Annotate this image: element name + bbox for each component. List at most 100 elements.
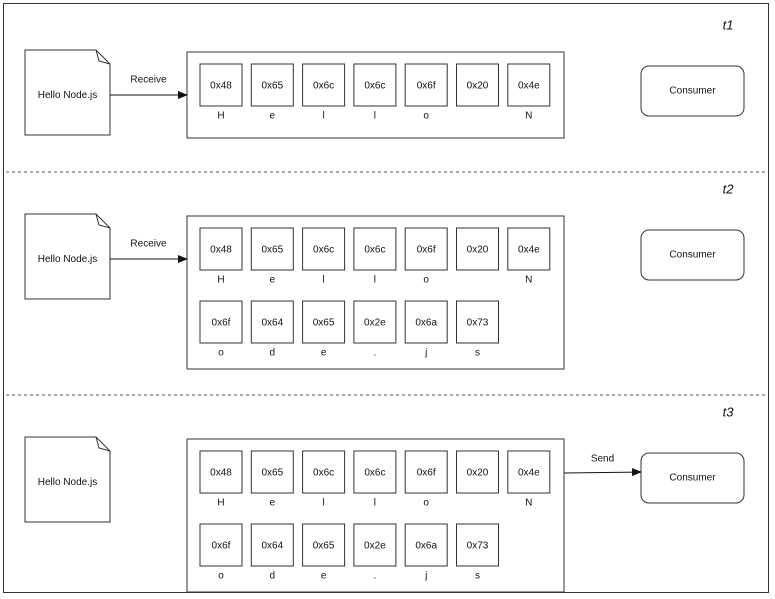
byte-box [456, 450, 499, 494]
byte-box [456, 523, 499, 567]
byte-hex: 0x20 [467, 81, 489, 92]
byte-box [404, 300, 448, 344]
byte-box [199, 63, 243, 107]
byte-char: s [475, 348, 480, 359]
byte-box [302, 450, 346, 494]
action-label: Receive [130, 239, 167, 250]
byte-box [302, 63, 346, 107]
byte-char: o [218, 571, 224, 582]
byte-box [507, 227, 551, 271]
byte-hex: 0x65 [313, 318, 335, 329]
consumer-label: Consumer [669, 250, 716, 261]
byte-hex: 0x20 [467, 245, 489, 256]
byte-box [302, 300, 346, 344]
byte-box [353, 227, 397, 271]
byte-cell: 0x6f o [404, 227, 448, 286]
byte-hex: 0x6c [313, 81, 334, 92]
consumer-label: Consumer [669, 473, 716, 484]
consumer-box [640, 65, 745, 117]
byte-char: j [424, 348, 427, 359]
byte-char: H [217, 275, 224, 286]
time-label: t2 [723, 181, 735, 196]
byte-hex: 0x48 [210, 245, 232, 256]
byte-box [353, 300, 397, 344]
byte-char: N [525, 498, 532, 509]
folded-corner [95, 436, 111, 452]
byte-box [353, 523, 397, 567]
byte-cell: 0x20 [456, 450, 499, 494]
byte-hex: 0x64 [261, 318, 283, 329]
byte-hex: 0x4e [518, 81, 540, 92]
byte-char: e [270, 498, 276, 509]
byte-hex: 0x4e [518, 245, 540, 256]
byte-char: d [270, 348, 276, 359]
byte-char: H [217, 498, 224, 509]
byte-hex: 0x48 [210, 81, 232, 92]
byte-box [302, 523, 346, 567]
byte-cell: 0x2e. [353, 523, 397, 582]
consumer-label: Consumer [669, 86, 716, 97]
byte-char: o [423, 275, 429, 286]
byte-hex: 0x6c [364, 468, 385, 479]
byte-hex: 0x73 [467, 318, 489, 329]
byte-char: e [321, 571, 327, 582]
byte-hex: 0x6c [313, 468, 334, 479]
byte-box [302, 227, 346, 271]
byte-box [404, 227, 448, 271]
byte-char: H [217, 111, 224, 122]
byte-char: o [423, 111, 429, 122]
byte-cell: 0x65 e [302, 300, 346, 359]
byte-box [250, 227, 294, 271]
send-arrow [563, 468, 642, 477]
byte-cell: 0x2e. [353, 300, 397, 359]
file-document-icon [24, 49, 111, 136]
byte-char: N [525, 275, 532, 286]
byte-char: l [374, 275, 376, 286]
byte-box [507, 450, 551, 494]
byte-box [199, 300, 243, 344]
byte-char: . [374, 348, 377, 359]
action-label: Send [591, 454, 614, 465]
byte-hex: 0x6f [417, 468, 436, 479]
byte-hex: 0x6c [364, 245, 385, 256]
byte-box [250, 450, 294, 494]
byte-hex: 0x65 [313, 541, 335, 552]
byte-hex: 0x20 [467, 468, 489, 479]
byte-hex: 0x2e [364, 318, 386, 329]
byte-char: d [270, 571, 276, 582]
byte-hex: 0x6f [417, 81, 436, 92]
byte-hex: 0x6a [415, 541, 437, 552]
byte-char: j [424, 571, 427, 582]
byte-cell: 0x65 e [302, 523, 346, 582]
byte-hex: 0x48 [210, 468, 232, 479]
time-label: t3 [723, 404, 735, 419]
byte-hex: 0x65 [261, 468, 283, 479]
byte-box [404, 523, 448, 567]
byte-hex: 0x6f [212, 318, 231, 329]
byte-box [456, 227, 499, 271]
byte-hex: 0x6f [212, 541, 231, 552]
byte-char: N [525, 111, 532, 122]
byte-box [353, 450, 397, 494]
byte-box [456, 63, 499, 107]
byte-box [353, 63, 397, 107]
byte-hex: 0x6c [313, 245, 334, 256]
byte-char: e [321, 348, 327, 359]
byte-box [404, 63, 448, 107]
byte-hex: 0x6f [417, 245, 436, 256]
